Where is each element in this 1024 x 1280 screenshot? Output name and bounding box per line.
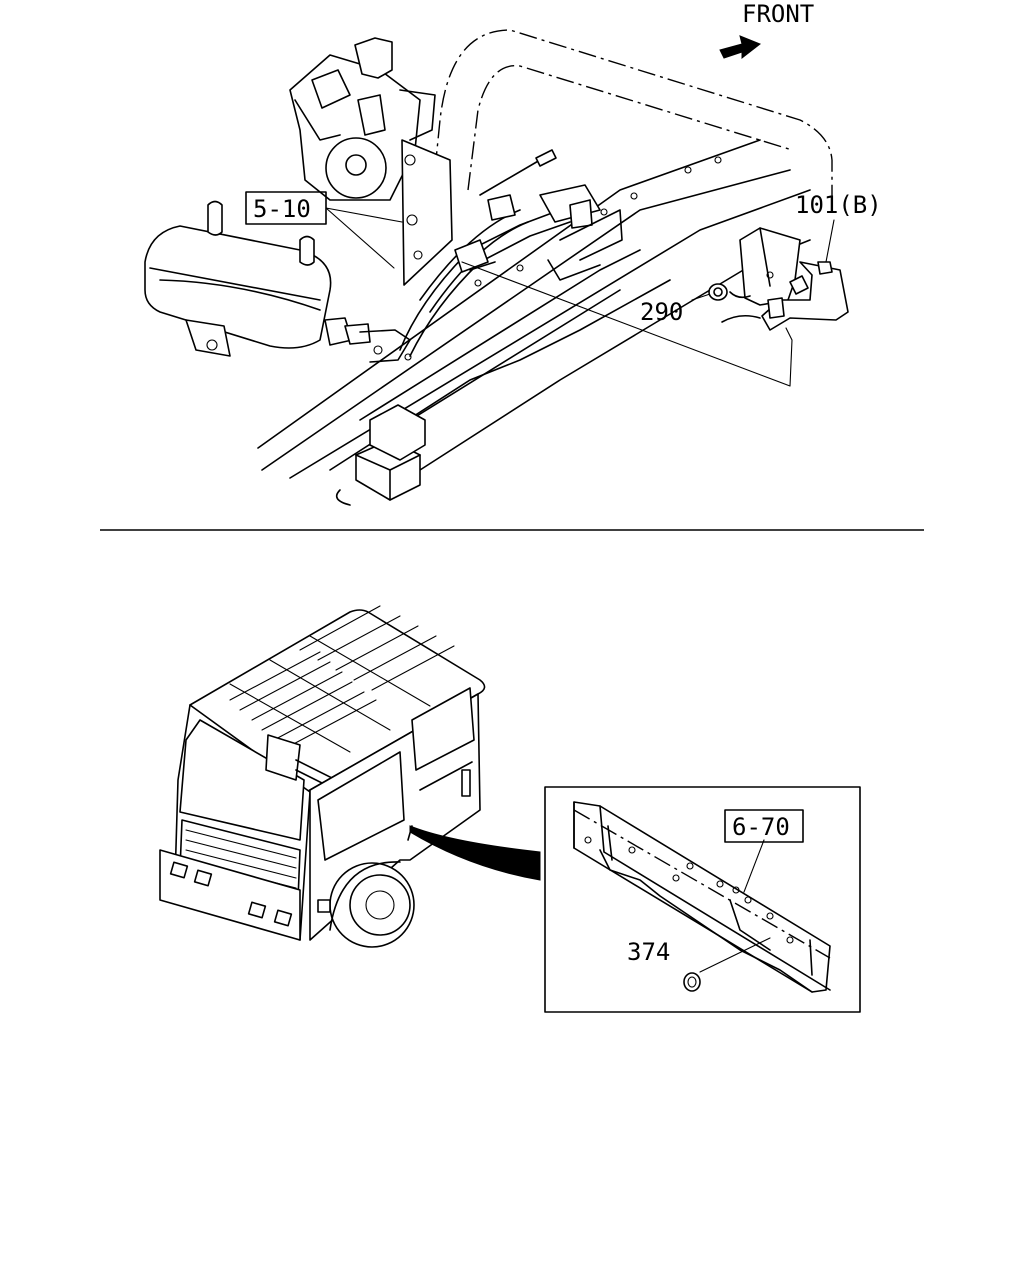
grommet-374 bbox=[683, 972, 701, 992]
leader-line-part-101b bbox=[825, 219, 835, 263]
cab-outline-inner bbox=[467, 65, 793, 191]
leader-line-ref-6-70 bbox=[743, 839, 765, 893]
ref-5-10-label: 5-10 bbox=[253, 195, 311, 223]
leader-line-ref-5-10 bbox=[325, 207, 403, 269]
front-arrow-icon bbox=[719, 35, 761, 60]
ref-6-70-label: 6-70 bbox=[732, 813, 790, 841]
detail-inset-box bbox=[544, 786, 861, 1013]
cab-outline-dashdot bbox=[431, 29, 833, 201]
ref-5-10-box bbox=[245, 191, 327, 225]
leader-line-part-290 bbox=[691, 293, 711, 301]
nut-290 bbox=[708, 283, 728, 301]
lower-view: 6-70 374 bbox=[159, 605, 861, 1013]
part-374-label: 374 bbox=[627, 938, 670, 966]
part-101b-label: 101(B) bbox=[795, 191, 882, 219]
truck-cab-illustration bbox=[159, 605, 486, 948]
upper-view: FRONT bbox=[144, 0, 882, 506]
transmission-housing bbox=[144, 200, 411, 363]
leader-line-assembly bbox=[461, 261, 793, 387]
front-direction-label: FRONT bbox=[742, 0, 814, 28]
wire-harness bbox=[399, 149, 623, 357]
part-290-label: 290 bbox=[640, 298, 683, 326]
bracket-101b bbox=[721, 227, 849, 331]
frame-rail-detail bbox=[573, 801, 831, 993]
detail-pointer-arrow bbox=[409, 825, 541, 881]
chassis-frame bbox=[257, 139, 811, 506]
leader-line-part-374 bbox=[699, 937, 771, 973]
engine-mount-bracket bbox=[289, 37, 453, 286]
ref-6-70-box bbox=[724, 809, 804, 843]
